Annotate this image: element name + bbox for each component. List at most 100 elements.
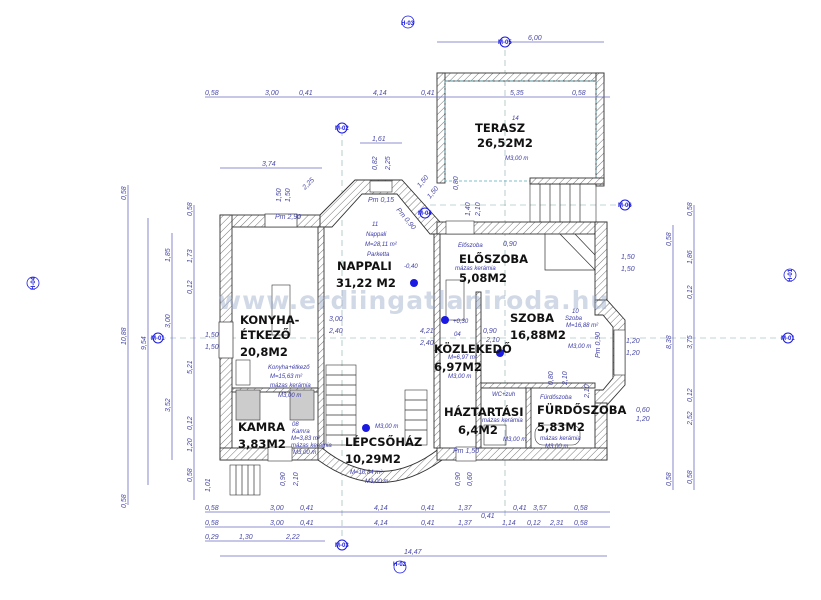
dim-misc: 1,50 — [416, 174, 430, 189]
dim-right-inner: 0,12 — [687, 388, 694, 402]
room-area-small: M=15,63 m² — [270, 374, 303, 380]
dim-left-outer: 0,58 — [121, 186, 128, 200]
dim-top: 5,35 — [510, 90, 524, 97]
dim-right-inner: 0,12 — [687, 285, 694, 299]
dim-misc: 1,40 — [465, 202, 472, 216]
room-floor: Parketta — [367, 252, 390, 258]
room-number: 08 — [292, 422, 299, 428]
room-floor: mázas kerámia — [540, 436, 581, 442]
room-height: M3,00 m — [503, 437, 526, 443]
section-marker: H-02 — [393, 560, 407, 574]
dim-bottom1: 0,41 — [300, 505, 314, 512]
dim-misc: 1,20 — [626, 338, 640, 345]
level-markers — [362, 279, 504, 432]
room-area-small: M=16,88 m² — [566, 323, 599, 329]
dim-bottom2: 2,31 — [549, 520, 564, 527]
room-floor: mázas kerámia — [291, 443, 332, 449]
section-marker: M-03 — [335, 539, 349, 551]
dim-right-inner: 0,58 — [687, 202, 694, 216]
dim-misc: 1,20 — [636, 416, 650, 423]
dim-bottom2: 0,58 — [574, 520, 588, 527]
dim-right-outer: 0,58 — [666, 472, 673, 486]
room-area-konyha: 20,8M2 — [240, 345, 288, 359]
dim-left-wall: 0,12 — [187, 416, 194, 430]
marker-label: M-06 — [618, 203, 632, 209]
dim-left-wall: 1,20 — [187, 438, 194, 452]
dim-bottom2: 1,14 — [502, 520, 516, 527]
room-floor: mázas kerámia — [455, 266, 496, 272]
section-marker: M-01 — [151, 332, 165, 344]
dim-misc: 1,50 — [621, 254, 635, 261]
dim-top: 0,41 — [421, 90, 435, 97]
dim-bottom2: 1,37 — [458, 520, 473, 527]
room-height: M3,00 m — [365, 479, 388, 485]
dim-misc: 0,90 — [280, 472, 287, 486]
room-height: M3,00 m — [375, 424, 398, 430]
dimension-lines — [127, 41, 695, 557]
section-marker: M-01 — [781, 332, 795, 344]
room-name-eloszoba: ELŐSZOBA — [459, 251, 528, 266]
room-height: M3,00 m — [545, 444, 568, 450]
dim-bottom3: 2,22 — [285, 534, 300, 541]
room-area-nappali: 31,22 M2 — [336, 276, 396, 290]
room-area-furdoszoba: 5,83M2 — [537, 420, 585, 434]
dim-bottom1: 0,41 — [481, 513, 495, 520]
room-label: Előszoba — [458, 243, 483, 249]
dim-misc: 0,60 — [636, 407, 650, 414]
room-info: 14 M3,00 m 11 Nappali M=28,11 m² Parkett… — [268, 116, 599, 485]
level-marker — [410, 279, 418, 287]
grid-axes — [150, 40, 790, 545]
dim-misc: Pm 1,50 — [453, 448, 479, 455]
dim-bottom2: 0,41 — [421, 520, 435, 527]
room-area-small: M=3,83 m² — [291, 436, 321, 442]
room-height: M3,00 m — [293, 450, 316, 456]
dim-misc: 0,82 — [372, 156, 379, 170]
level-mark: -0,40 — [404, 264, 418, 270]
dim-left-inner: 3,00 — [165, 314, 172, 328]
dim-left-wall: 5,21 — [187, 360, 194, 374]
dim-misc: 0,90 — [503, 241, 517, 248]
room-height: M3,00 m — [448, 374, 471, 380]
room-name-konyha: KONYHA- — [240, 313, 300, 327]
dim-bottom1: 3,57 — [533, 505, 548, 512]
room-height: M3,00 m — [568, 344, 591, 350]
dim-misc: 0,90 — [455, 472, 462, 486]
dim-misc: Pm 0,90 — [595, 332, 602, 358]
dim-misc: 1,50 — [426, 185, 440, 200]
dim-misc: 2,10 — [584, 384, 591, 399]
section-marker: H-01 — [783, 268, 797, 282]
room-area-eloszoba: 5,08M2 — [459, 271, 507, 285]
marker-label: M-05 — [498, 40, 512, 46]
marker-label: M-02 — [335, 126, 349, 132]
room-label: WC+zuh — [492, 392, 516, 398]
dim-misc: 2,10 — [475, 202, 482, 217]
section-marker: M-05 — [498, 36, 512, 48]
room-area-terasz: 26,52M2 — [477, 136, 533, 150]
dim-misc: 2,10 — [293, 472, 300, 487]
room-name-kamra: KAMRA — [238, 420, 285, 434]
dim-left-wall: 1,01 — [205, 478, 212, 492]
dim-left-inner: 1,85 — [165, 248, 172, 262]
section-marker: H-04 — [26, 276, 40, 290]
room-name-terasz: TERASZ — [475, 121, 525, 135]
room-name-szoba: SZOBA — [510, 311, 554, 325]
dim-terrace-top: 6,00 — [528, 35, 542, 42]
dim-bottom3: 1,30 — [239, 534, 253, 541]
room-number: 14 — [512, 116, 519, 122]
dim-misc: 3,74 — [262, 161, 276, 168]
marker-label: M-03 — [335, 543, 349, 549]
room-label: Szoba — [565, 316, 583, 322]
room-floor: mázas kerámia — [270, 383, 311, 389]
marker-label: H-04 — [31, 276, 37, 290]
room-name-lepcsohaz: LÉPCSŐHÁZ — [345, 434, 422, 449]
room-label: Nappali — [366, 232, 387, 238]
dim-misc: 1,20 — [626, 350, 640, 357]
marker-label: M-01 — [151, 336, 165, 342]
dim-right-inner: 1,86 — [687, 250, 694, 264]
room-area-szoba: 16,88M2 — [510, 328, 566, 342]
room-label: Kamra — [292, 429, 310, 435]
section-marker: M-04 — [418, 207, 432, 219]
level-marker — [362, 424, 370, 432]
room-number: 10 — [572, 309, 579, 315]
